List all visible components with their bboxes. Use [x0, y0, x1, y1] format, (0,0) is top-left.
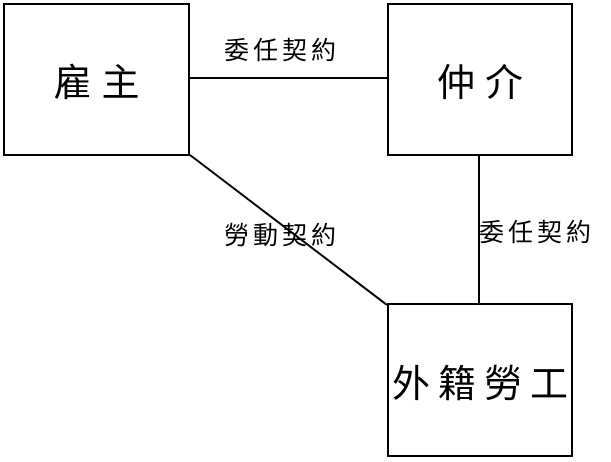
edge-label-broker-worker: 委任契約 — [479, 218, 596, 247]
node-broker-label: 仲介 — [436, 61, 533, 105]
node-employer: 雇主 — [3, 3, 190, 156]
edge-employer-worker — [189, 154, 388, 306]
node-foreign-worker-label: 外籍勞工 — [391, 361, 576, 406]
node-broker: 仲介 — [387, 3, 573, 156]
node-foreign-worker: 外籍勞工 — [387, 303, 573, 457]
edge-label-employer-broker: 委任契約 — [224, 36, 341, 65]
edge-label-employer-worker: 勞動契約 — [224, 221, 341, 250]
node-employer-label: 雇主 — [53, 61, 150, 105]
